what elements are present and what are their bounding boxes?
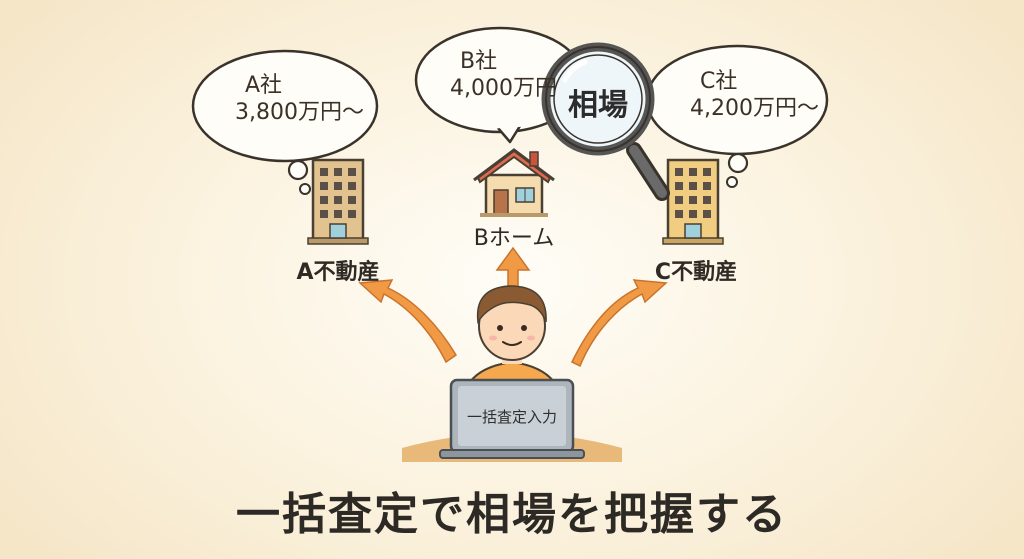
company-a-price: 3,800万円〜 bbox=[235, 100, 364, 125]
office-building-a-icon bbox=[307, 158, 369, 245]
laptop-screen-text: 一括査定入力 bbox=[466, 408, 557, 426]
agency-c-label: C不動産 bbox=[654, 260, 738, 285]
laptop-icon bbox=[439, 378, 585, 459]
bubble-c-text: C社 4,200万円〜 bbox=[690, 68, 819, 122]
magnifying-glass-icon bbox=[541, 42, 670, 201]
magnifier-label: 相場 bbox=[568, 88, 628, 123]
arrow-to-c-icon bbox=[571, 279, 668, 368]
thought-bubble-c bbox=[645, 44, 829, 188]
company-b-price: 4,000万円 bbox=[450, 76, 557, 101]
bubble-b-text: B社 4,000万円 bbox=[450, 48, 557, 102]
office-building-c-icon bbox=[662, 158, 724, 245]
house-b-icon bbox=[473, 148, 555, 217]
arrows bbox=[358, 246, 668, 368]
thought-bubble-a bbox=[191, 49, 379, 195]
agency-b-label: Bホーム bbox=[473, 226, 555, 251]
agency-a-label: A不動産 bbox=[296, 260, 380, 285]
company-c-name: C社 bbox=[700, 69, 738, 94]
company-c-price: 4,200万円〜 bbox=[690, 96, 819, 121]
arrow-to-a-icon bbox=[358, 279, 458, 364]
company-b-name: B社 bbox=[460, 49, 498, 74]
company-a-name: A社 bbox=[245, 73, 283, 98]
bubble-a-text: A社 3,800万円〜 bbox=[235, 72, 364, 126]
caption-title: 一括査定で相場を把握する bbox=[236, 489, 788, 540]
